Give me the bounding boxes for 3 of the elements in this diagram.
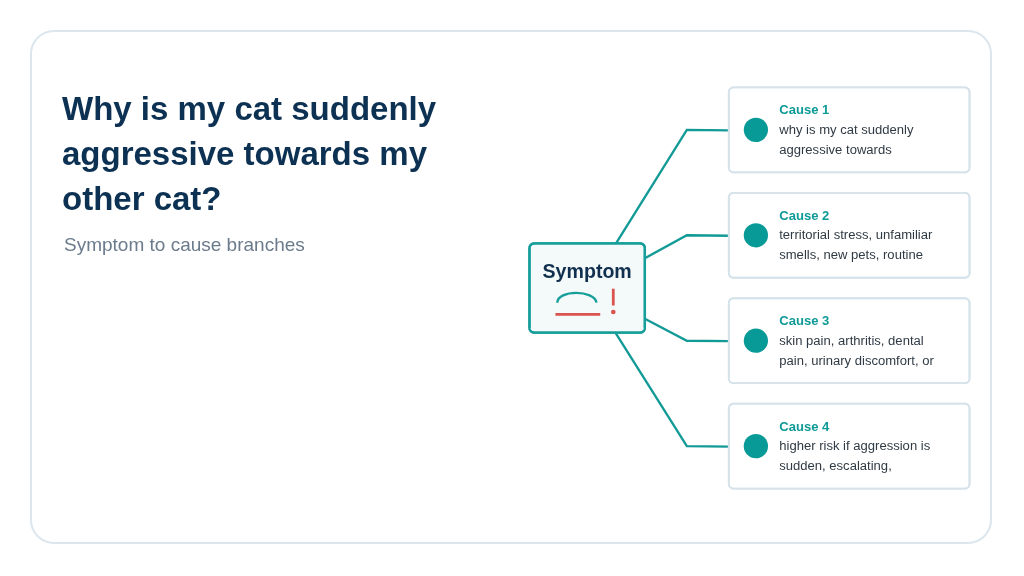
card-panel: Why is my cat suddenly aggressive towards my other cat? Symptom to cause branches Symptom Cause 1 why is my cat suddenly aggressive towards Cause 2 territorial stress, unfamiliar smells, new pets, routine Cause 3 skin pain, arthritis, dental pain, urinary discomfort, or Cause 4 higher risk if aggression is sudden, escalating, — [30, 30, 992, 544]
subtitle: Symptom to cause branches — [64, 233, 306, 257]
title: Why is my cat suddenly aggressive towards my other cat? — [62, 89, 438, 219]
